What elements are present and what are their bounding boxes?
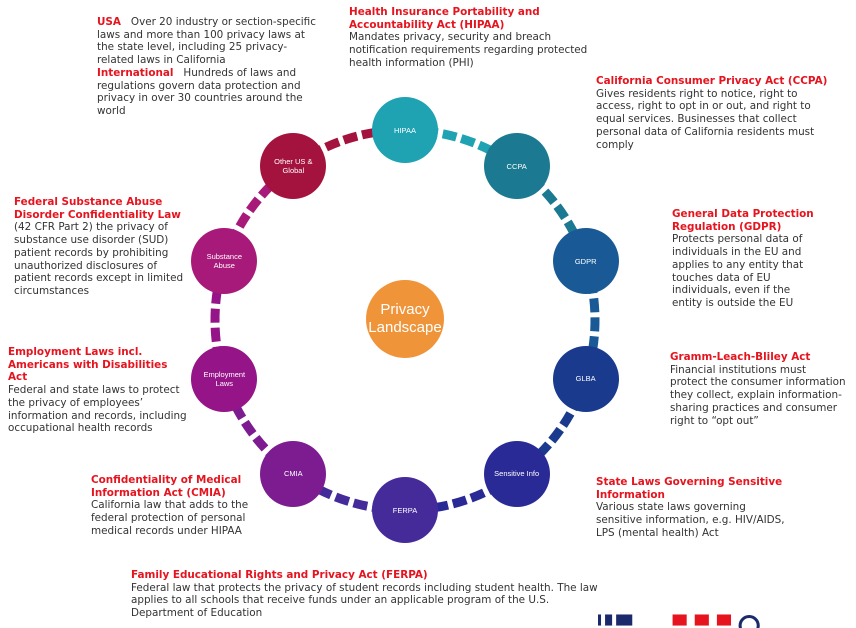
employment-laws-description: Employment Laws incl. Americans with Dis… (8, 346, 190, 435)
employment-laws-text: Federal and state laws to protect the pr… (8, 384, 187, 435)
glba-description: Gramm-Leach-Bliley Act Financial institu… (670, 351, 846, 427)
law-node-hipaa[interactable]: HIPAA (372, 97, 438, 163)
sensitive-info-text: Various state laws governing sensitive i… (596, 501, 785, 539)
substance-abuse-text: (42 CFR Part 2) the privacy of substance… (14, 221, 184, 297)
cmia-title: Confidentiality of Medical Information A… (91, 474, 242, 499)
law-node-ferpa[interactable]: FERPA (372, 477, 438, 543)
substance-abuse-description: Federal Substance Abuse Disorder Confide… (14, 196, 190, 298)
law-node-gdpr[interactable]: GDPR (552, 228, 619, 295)
sensitive-info-description: State Laws Governing Sensitive Informati… (596, 476, 786, 540)
law-node-ccpa[interactable]: CCPA (483, 133, 550, 200)
law-node-label: CCPA (506, 161, 527, 171)
law-node-label: Other US & Global (274, 157, 313, 176)
glba-text: Financial institutions must protect the … (670, 363, 846, 427)
ccpa-title: California Consumer Privacy Act (CCPA) (596, 75, 828, 87)
ferpa-text: Federal law that protects the privacy of… (131, 581, 598, 620)
law-node-employment-laws[interactable]: Employment Laws (191, 345, 258, 412)
usa-label: USA (97, 16, 121, 28)
law-node-glba[interactable]: GLBA (552, 345, 619, 412)
ccpa-description: California Consumer Privacy Act (CCPA) G… (596, 75, 828, 151)
cmia-description: Confidentiality of Medical Information A… (91, 474, 273, 538)
ferpa-description: Family Educational Rights and Privacy Ac… (131, 569, 601, 620)
organization-logo-icon (598, 612, 760, 628)
glba-title: Gramm-Leach-Bliley Act (670, 351, 811, 363)
gdpr-title: General Data Protection Regulation (GDPR… (672, 208, 814, 233)
ferpa-title: Family Educational Rights and Privacy Ac… (131, 569, 428, 581)
employment-laws-title: Employment Laws incl. Americans with Dis… (8, 346, 168, 384)
other-us-global-description: USA Over 20 industry or section-specific… (97, 16, 317, 118)
ccpa-text: Gives residents right to notice, right t… (596, 87, 815, 151)
usa-text: Over 20 industry or section-specific law… (97, 16, 316, 67)
international-label: International (97, 66, 174, 79)
law-node-label: Sensitive Info (494, 469, 540, 479)
law-node-label: GDPR (574, 256, 597, 266)
privacy-landscape-center: Privacy Landscape (366, 280, 444, 358)
substance-abuse-title: Federal Substance Abuse Disorder Confide… (14, 196, 181, 221)
law-node-substance-abuse[interactable]: Substance Abuse (191, 228, 258, 295)
cmia-text: California law that adds to the federal … (91, 499, 249, 537)
international-text: Hundreds of laws and regulations govern … (97, 66, 303, 117)
center-label-line2: Landscape (368, 319, 442, 336)
law-node-label: FERPA (392, 505, 418, 515)
sensitive-info-title: State Laws Governing Sensitive Informati… (596, 476, 783, 501)
law-node-label: Employment Laws (203, 369, 246, 388)
hipaa-title: Health Insurance Portability and Account… (349, 6, 540, 31)
center-label-line1: Privacy (380, 301, 430, 318)
law-node-label: Substance Abuse (206, 252, 243, 271)
law-node-other-us-global[interactable]: Other US & Global (260, 133, 327, 200)
law-node-label: HIPAA (394, 125, 416, 135)
law-node-sensitive-info[interactable]: Sensitive Info (483, 440, 550, 507)
hipaa-text: Mandates privacy, security and breach no… (349, 31, 588, 69)
hipaa-description: Health Insurance Portability and Account… (349, 6, 599, 70)
law-node-label: CMIA (283, 469, 303, 479)
law-node-cmia[interactable]: CMIA (260, 440, 327, 507)
gdpr-description: General Data Protection Regulation (GDPR… (672, 208, 822, 310)
law-node-label: GLBA (575, 374, 596, 384)
gdpr-text: Protects personal data of individuals in… (672, 233, 804, 309)
